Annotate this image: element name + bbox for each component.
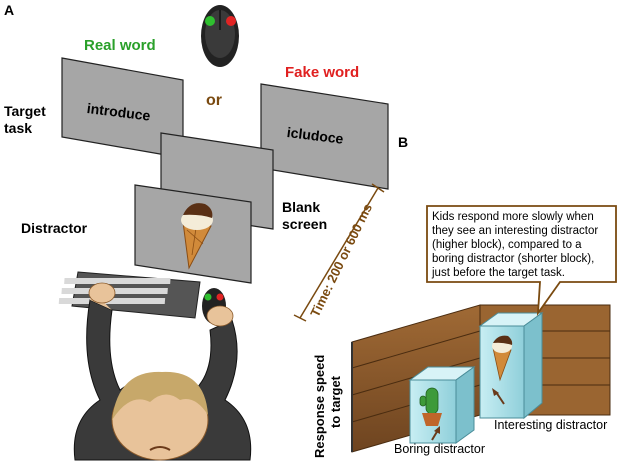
target-task-label-1: Target [4, 103, 46, 119]
target-task-label-2: task [4, 120, 33, 136]
kid-illustration [73, 282, 252, 461]
interesting-block [478, 312, 544, 420]
fake-word-screen [260, 83, 389, 190]
mouse-icon-top [201, 5, 239, 67]
cactus-icon [419, 387, 442, 426]
boring-block [408, 366, 476, 444]
speech-line-3: (higher block), compared to a [432, 239, 582, 251]
y-axis-label-line1: Response speed [312, 355, 327, 458]
speech-line-5: just before the target task. [431, 267, 565, 279]
y-axis-label-line2: to target [328, 375, 343, 428]
speech-line-2: they see an interesting distractor [432, 225, 598, 237]
panel-b-letter: B [398, 134, 409, 150]
fake-word-label: Fake word [285, 64, 360, 81]
interesting-distractor-label: Interesting distractor [494, 418, 608, 432]
real-word-label: Real word [84, 37, 156, 54]
speech-bubble [426, 205, 617, 317]
blank-screen-label-2: screen [282, 216, 328, 232]
or-label: or [206, 92, 222, 109]
blank-screen-label-1: Blank [282, 199, 321, 215]
time-line [293, 183, 385, 322]
keyboard-icon [58, 271, 201, 319]
speech-line-4: boring distractor (shorter block), [432, 253, 594, 265]
distractor-label: Distractor [21, 220, 88, 236]
boring-distractor-label: Boring distractor [394, 442, 486, 456]
ice-cream-icon [181, 203, 213, 270]
speech-line-1: Kids respond more slowly when [432, 211, 594, 223]
panel-a-letter: A [4, 2, 15, 18]
distractor-screen [134, 184, 252, 284]
ice-cream-icon-small [492, 335, 513, 382]
speech-bubble-text: Kids respond more slowly when they see a… [431, 211, 601, 279]
